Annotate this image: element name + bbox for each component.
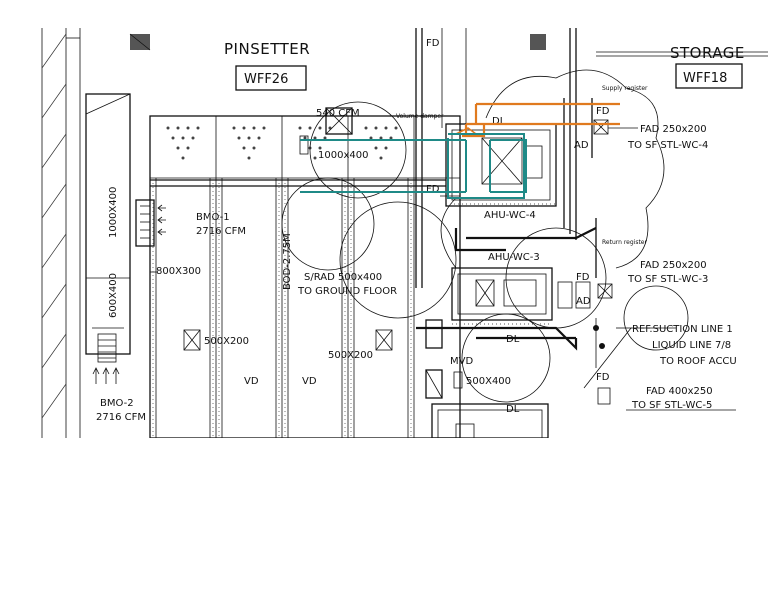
supply-path-highlight [462, 102, 620, 138]
airflow-label: 540 CFM [316, 108, 360, 119]
ahu-wc-3: AHU-WC-3 [451, 252, 591, 325]
duct-fitting-label: DL [506, 404, 520, 415]
duct-size-label: 500X400 [466, 376, 511, 387]
ahu-label: AHU-WC-4 [484, 210, 536, 221]
supply-register-callout: Supply register [602, 85, 648, 92]
volume-damper-tag: VD [244, 376, 259, 387]
storage-room-label: STORAGE WFF18 [530, 34, 768, 89]
supply-path-highlight [455, 127, 477, 135]
ref-note-line: TO ROOF ACCU [659, 356, 737, 367]
fad-destination: TO SF STL-WC-4 [627, 140, 708, 151]
fire-damper-label: FD [596, 106, 610, 117]
duct-size-label: 1000X400 [108, 187, 119, 238]
pinsetter-room-label: PINSETTER WFF26 [129, 33, 310, 91]
fad-label: FAD 250x200 [640, 260, 707, 271]
room-tag: WFF18 [683, 71, 727, 86]
refrigerant-note: REF.SUCTION LINE 1 LIQUID LINE 7/8 TO RO… [616, 324, 737, 367]
duct-size-label: 500X200 [204, 336, 249, 347]
fad-label: FAD 250x200 [640, 124, 707, 135]
ahu-label: AHU-WC-3 [488, 252, 540, 263]
duct-size-label: 800X300 [156, 266, 201, 277]
fresh-air-dampers: FD AD FAD 250x200 TO SF STL-WC-4 FD AD F… [574, 98, 736, 411]
equipment-label: BMO-2 [100, 398, 134, 409]
room-name: STORAGE [670, 44, 745, 62]
return-highlight [300, 133, 527, 199]
service-shaft: FD FD [415, 28, 467, 288]
ahu-wc-4: AHU-WC-4 [445, 123, 557, 221]
lanes [149, 115, 461, 438]
duct-fitting-label: DL [506, 334, 520, 345]
duct-size-label: 600X400 [108, 273, 119, 318]
room-tag: WFF26 [244, 72, 288, 87]
supply-highlight [455, 102, 620, 138]
duct-fitting-label: DL [492, 116, 506, 127]
room-tag-box [675, 63, 743, 89]
fad-destination: TO SF STL-WC-5 [631, 400, 712, 411]
fad-destination: TO SF STL-WC-3 [627, 274, 708, 285]
equipment-cfm: 2716 CFM [196, 226, 246, 237]
bod-label: BOD-2.75M [282, 233, 293, 290]
supply-duct-run: 540 CFM 1000x400 [150, 107, 446, 187]
return-register-callout: Return register [602, 239, 647, 246]
duct-size-label: 1000x400 [318, 150, 368, 161]
fire-damper-label: FD [596, 372, 610, 383]
room-name: PINSETTER [224, 40, 310, 58]
ref-note-line: LIQUID LINE 7/8 [652, 340, 731, 351]
annotation-callouts: Supply register Volume damper Return reg… [396, 85, 648, 246]
return-path-highlight [300, 133, 527, 199]
room-tag-box [235, 65, 307, 91]
srad-destination: TO GROUND FLOOR [297, 286, 397, 297]
floor-plan-crop: 1000X400 600X400 BMO-2 2716 CFM BMO-1 2 [36, 28, 768, 438]
volume-damper-callout: Volume damper [396, 113, 444, 120]
lower-duct-run: S/RAD 500x400 TO GROUND FLOOR 500X200 50… [183, 272, 549, 438]
equipment-cfm: 2716 CFM [96, 412, 146, 423]
duct-size-label: 500X200 [328, 350, 373, 361]
left-wall-hatch [41, 28, 81, 438]
equipment-label: BMO-1 [196, 212, 230, 223]
hvac-plan-drawing: 1000X400 600X400 BMO-2 2716 CFM BMO-1 2 [41, 28, 768, 438]
access-door-label: AD [576, 296, 591, 307]
motorized-damper-label: MVD [450, 356, 473, 367]
volume-damper-tag: VD [302, 376, 317, 387]
fire-damper-label: FD [426, 38, 440, 49]
left-vertical-duct: 1000X400 600X400 BMO-2 2716 CFM [85, 93, 146, 423]
bmo-1-grille: BMO-1 2716 CFM 800X300 [135, 199, 246, 277]
diffuser-throw-circles [281, 69, 689, 403]
access-door-label: AD [574, 140, 589, 151]
fire-damper-label: FD [426, 184, 440, 195]
fire-damper-label: FD [576, 272, 590, 283]
srad-label: S/RAD 500x400 [304, 272, 382, 283]
fad-label: FAD 400x250 [646, 386, 713, 397]
piping: DL DL DL [416, 28, 676, 415]
ref-note-line: REF.SUCTION LINE 1 [632, 324, 733, 335]
